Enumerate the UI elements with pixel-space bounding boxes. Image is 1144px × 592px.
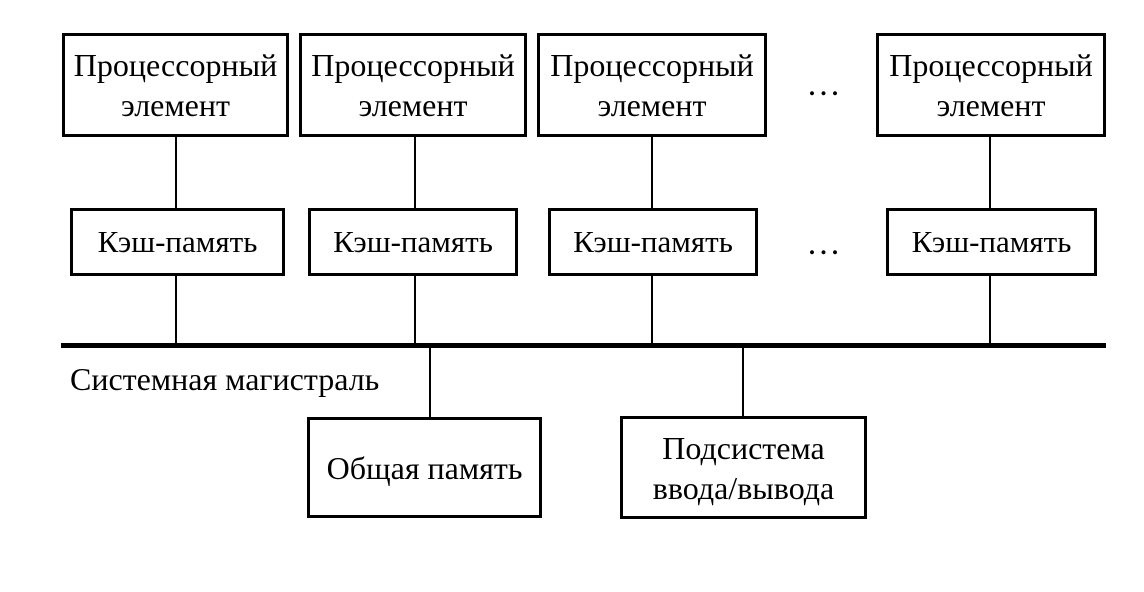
connector-cache3-bus	[651, 276, 653, 345]
system-bus-label: Системная магистраль	[70, 361, 380, 397]
connector-pe1-cache1	[175, 137, 177, 208]
ellipsis-caches: ...	[807, 225, 843, 262]
cache-memory-box-1: Кэш-память	[70, 208, 285, 276]
cache-memory-box-4: Кэш-память	[886, 208, 1097, 276]
processor-element-box-3: Процессорный элемент	[537, 33, 767, 137]
connector-pe4-cache4	[989, 137, 991, 208]
cache-memory-box-2: Кэш-память	[308, 208, 518, 276]
shared-memory-box: Общая память	[307, 417, 542, 518]
connector-pe3-cache3	[651, 137, 653, 208]
connector-pe2-cache2	[414, 137, 416, 208]
connector-cache1-bus	[175, 276, 177, 345]
ellipsis-processors: ...	[807, 66, 843, 103]
cache-memory-box-3: Кэш-память	[548, 208, 758, 276]
connector-cache4-bus	[989, 276, 991, 345]
io-subsystem-box: Подсистема ввода/вывода	[620, 416, 867, 519]
processor-element-box-2: Процессорный элемент	[299, 33, 527, 137]
connector-cache2-bus	[414, 276, 416, 345]
system-bus-line	[61, 343, 1106, 348]
connector-bus-io-subsystem	[742, 348, 744, 416]
processor-element-box-4: Процессорный элемент	[876, 33, 1106, 137]
connector-bus-shared-memory	[429, 348, 431, 417]
processor-element-box-1: Процессорный элемент	[62, 33, 289, 137]
